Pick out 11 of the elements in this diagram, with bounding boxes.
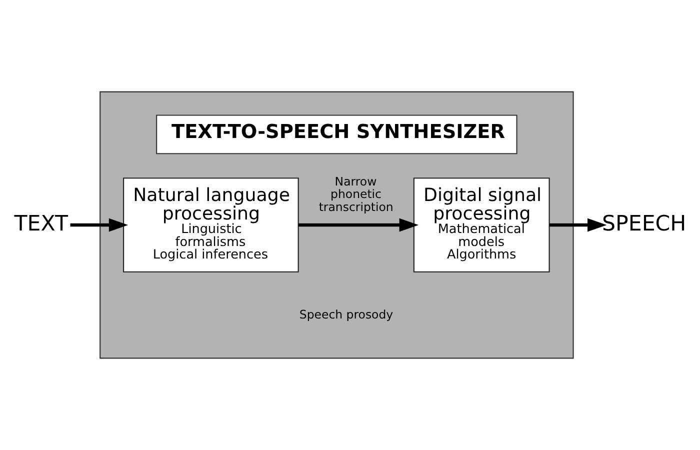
node-text: SPEECH [602, 211, 686, 236]
arrow [549, 218, 607, 232]
arrow [70, 218, 128, 232]
label: Speech prosody [299, 308, 394, 322]
node-box: TEXT-TO-SPEECH SYNTHESIZER [156, 114, 518, 154]
cluster [100, 91, 574, 359]
edge-label: Narrow phonetic transcription [318, 174, 394, 214]
node-box: Digital signal processing Mathematical models Algorithms [413, 178, 550, 272]
node-text: TEXT [14, 211, 68, 236]
node-box: Natural language processing Linguistic formalisms Logical inferences [123, 178, 299, 272]
arrow [298, 218, 419, 232]
